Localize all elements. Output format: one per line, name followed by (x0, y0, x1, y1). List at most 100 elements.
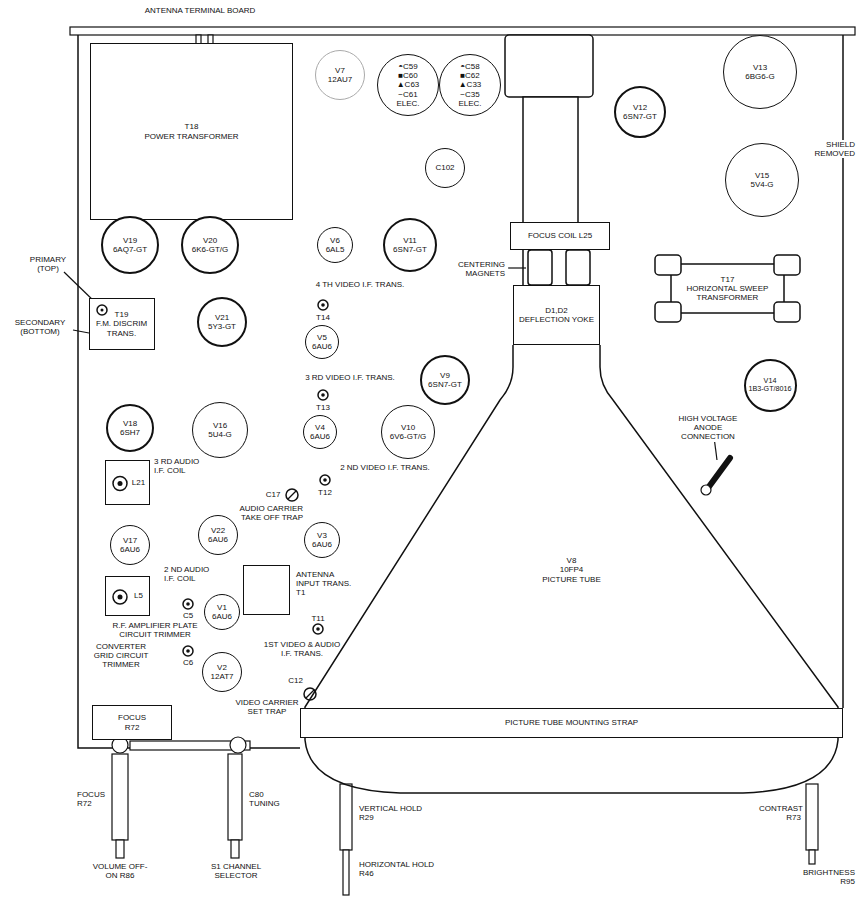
part-label: VIDEO CARRIER SET TRAP (232, 698, 302, 716)
part-label: T12 (313, 488, 337, 497)
part-label: C80 TUNING (248, 790, 288, 808)
node-text: V8 (567, 556, 577, 565)
node-text: R72 (125, 723, 140, 732)
node-text: 3 RD AUDIO I.F. COIL (154, 457, 206, 475)
tube-circle: V226AU6 (198, 515, 238, 555)
node-text: T19 (115, 310, 129, 319)
node-text: 6K6-GT/G (192, 245, 228, 254)
node-text: T17 (721, 275, 735, 284)
node-text: 2 ND AUDIO I.F. COIL (164, 565, 219, 583)
node-text: POWER TRANSFORMER (144, 132, 238, 141)
tube-circle: V215Y3-GT (197, 297, 247, 347)
part-label: CONTRAST R73 (758, 804, 802, 822)
node-text: V14 (764, 377, 777, 385)
part-label: 4 TH VIDEO I.F. TRANS. (300, 280, 420, 289)
part-label: C17 (262, 490, 284, 499)
node-text: 6AU6 (208, 535, 228, 544)
part-label: PRIMARY (TOP) (24, 255, 72, 273)
tube-circle: V126SN7-GT (614, 86, 666, 138)
node-text: V22 (211, 526, 225, 535)
node-text: 6AU6 (312, 540, 332, 549)
tube-circle: V176AU6 (110, 525, 150, 565)
tube-circle: V36AU6 (304, 522, 340, 558)
tube-circle: V141B3-GT/8016 (744, 359, 797, 412)
tube-circle: V136BG6-G (723, 35, 797, 109)
part-label: HORIZONTAL HOLD R46 (358, 860, 448, 878)
node-text: PICTURE TUBE MOUNTING STRAP (505, 718, 638, 727)
part-label: CENTERING MAGNETS (440, 260, 506, 278)
node-text: V21 (215, 313, 229, 322)
part-label: T13 (311, 403, 335, 412)
tube-circle: V155V4-G (725, 143, 799, 217)
node-text: C102 (435, 163, 454, 172)
capacitor-circle: C102 (425, 148, 465, 188)
part-label: SHIELD REMOVED (806, 140, 856, 158)
tube-circle: V56AU6 (305, 325, 339, 359)
node-text: L21 (132, 478, 145, 487)
node-text: HORIZONTAL SWEEP TRANSFORMER (678, 284, 778, 302)
tube-circle: V186SH7 (106, 404, 154, 452)
node-text: V9 (440, 371, 450, 380)
node-text: 10FP4 (560, 565, 584, 574)
node-text: 6AU6 (212, 612, 232, 621)
node-text: 6V6-GT/G (390, 432, 426, 441)
tube-circle: V46AU6 (303, 415, 337, 449)
node-text: F.M. DISCRIM TRANS. (93, 319, 151, 337)
node-text: V12 (633, 103, 647, 112)
sweep-transformer: T17HORIZONTAL SWEEP TRANSFORMER (655, 255, 800, 322)
tube-circle: V16AU6 (204, 594, 240, 630)
part-label: SECONDARY (BOTTOM) (8, 318, 72, 336)
part-label: 3 RD VIDEO I.F. TRANS. (290, 373, 410, 382)
node-text: T18 (185, 122, 199, 131)
electrolytic-can: ◓C59■C60▲C63−C61ELEC. (377, 54, 439, 116)
part-label: T14 (311, 313, 335, 322)
node-text: 6AU6 (310, 432, 330, 441)
part-label: FOCUS R72 (76, 790, 110, 808)
node-text: 6SH7 (120, 428, 140, 437)
power-transformer: T18POWER TRANSFORMER (90, 43, 293, 220)
node-text: L5 (134, 591, 143, 600)
node-text: V13 (753, 63, 767, 72)
node-text: 6SN7-GT (393, 245, 427, 254)
focus-coil: FOCUS COIL L25 (510, 222, 610, 250)
node-text: 1B3-GT/8016 (748, 385, 791, 393)
tube-circle: V66AL5 (317, 227, 353, 263)
node-text: 6AU6 (120, 545, 140, 554)
tube-circle: V96SN7-GT (420, 355, 470, 405)
part-label: C12 (282, 676, 304, 685)
node-text: 6SN7-GT (428, 380, 462, 389)
node-text: V16 (213, 421, 227, 430)
node-text: ELEC. (396, 99, 419, 108)
node-text: −C35 (460, 90, 479, 99)
focus-control: FOCUSR72 (92, 705, 172, 740)
node-text: −C61 (398, 90, 417, 99)
part-label: HIGH VOLTAGE ANODE CONNECTION (666, 414, 750, 442)
node-text: V7 (335, 66, 345, 75)
tube-circle: V712AU7 (315, 50, 365, 100)
node-text: 12AU7 (328, 75, 352, 84)
node-text: 6SN7-GT (623, 112, 657, 121)
node-text: V1 (217, 603, 227, 612)
node-text: 6AL5 (326, 245, 345, 254)
node-text: ANTENNA INPUT TRANS. T1 (296, 570, 354, 598)
node-text: 5V4-G (750, 180, 773, 189)
input-transformer: ANTENNA INPUT TRANS. T1 (243, 565, 290, 615)
part-label: ANTENNA TERMINAL BOARD (120, 6, 280, 15)
node-text: V6 (330, 236, 340, 245)
part-label: VERTICAL HOLD R29 (358, 804, 424, 822)
node-text: V20 (203, 236, 217, 245)
node-text: 12AT7 (211, 672, 234, 681)
node-text: V11 (403, 236, 417, 245)
discriminator-transformer: T19F.M. DISCRIM TRANS. (89, 298, 155, 350)
deflection-yoke: D1,D2DEFLECTION YOKE (513, 285, 600, 345)
tube-circle: V206K6-GT/G (181, 216, 239, 274)
node-text: ■C60 (398, 71, 418, 80)
node-text: ▲C63 (397, 80, 420, 89)
part-label: S1 CHANNEL SELECTOR (198, 862, 274, 880)
part-label: AUDIO CARRIER TAKE OFF TRAP (232, 504, 304, 522)
node-text: ◓C58 (460, 62, 480, 71)
node-text: V17 (123, 536, 137, 545)
coil-box: L52 ND AUDIO I.F. COIL (105, 576, 150, 616)
tube-circle: V165U4-G (192, 402, 248, 458)
node-text: V4 (315, 423, 325, 432)
